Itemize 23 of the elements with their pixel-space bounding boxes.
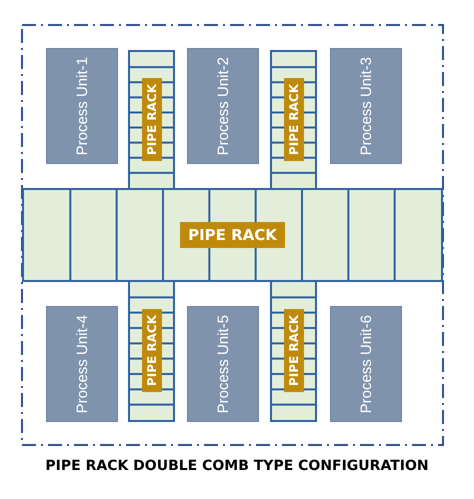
process-unit-block — [187, 306, 259, 422]
process-unit-block — [46, 306, 118, 422]
unit-label: Process Unit-1 — [74, 56, 90, 156]
rack-tag: PIPE RACK — [284, 309, 304, 393]
pipe-rack-band — [270, 280, 317, 422]
unit-label: Process Unit-2 — [214, 56, 232, 156]
unit-label: Process Unit-6 — [358, 314, 374, 414]
rack-tag: PIPE RACK — [142, 78, 162, 162]
unit-label: Process Unit-5 — [214, 314, 232, 414]
unit-label: Process Unit-4 — [74, 314, 90, 414]
unit-label: Process Unit-3 — [358, 56, 374, 156]
pipe-rack-band — [22, 188, 443, 282]
pipe-rack-band — [270, 50, 317, 190]
rack-tag: PIPE RACK — [284, 78, 304, 162]
process-unit-block — [330, 306, 402, 422]
rack-tag: PIPE RACK — [180, 222, 285, 248]
rack-tag: PIPE RACK — [142, 309, 162, 393]
process-unit-block — [46, 48, 118, 164]
pipe-rack-band — [128, 50, 175, 190]
process-unit-block — [330, 48, 402, 164]
diagram-caption: PIPE RACK DOUBLE COMB TYPE CONFIGURATION — [44, 458, 430, 474]
process-unit-block — [187, 48, 259, 164]
pipe-rack-band — [128, 280, 175, 422]
